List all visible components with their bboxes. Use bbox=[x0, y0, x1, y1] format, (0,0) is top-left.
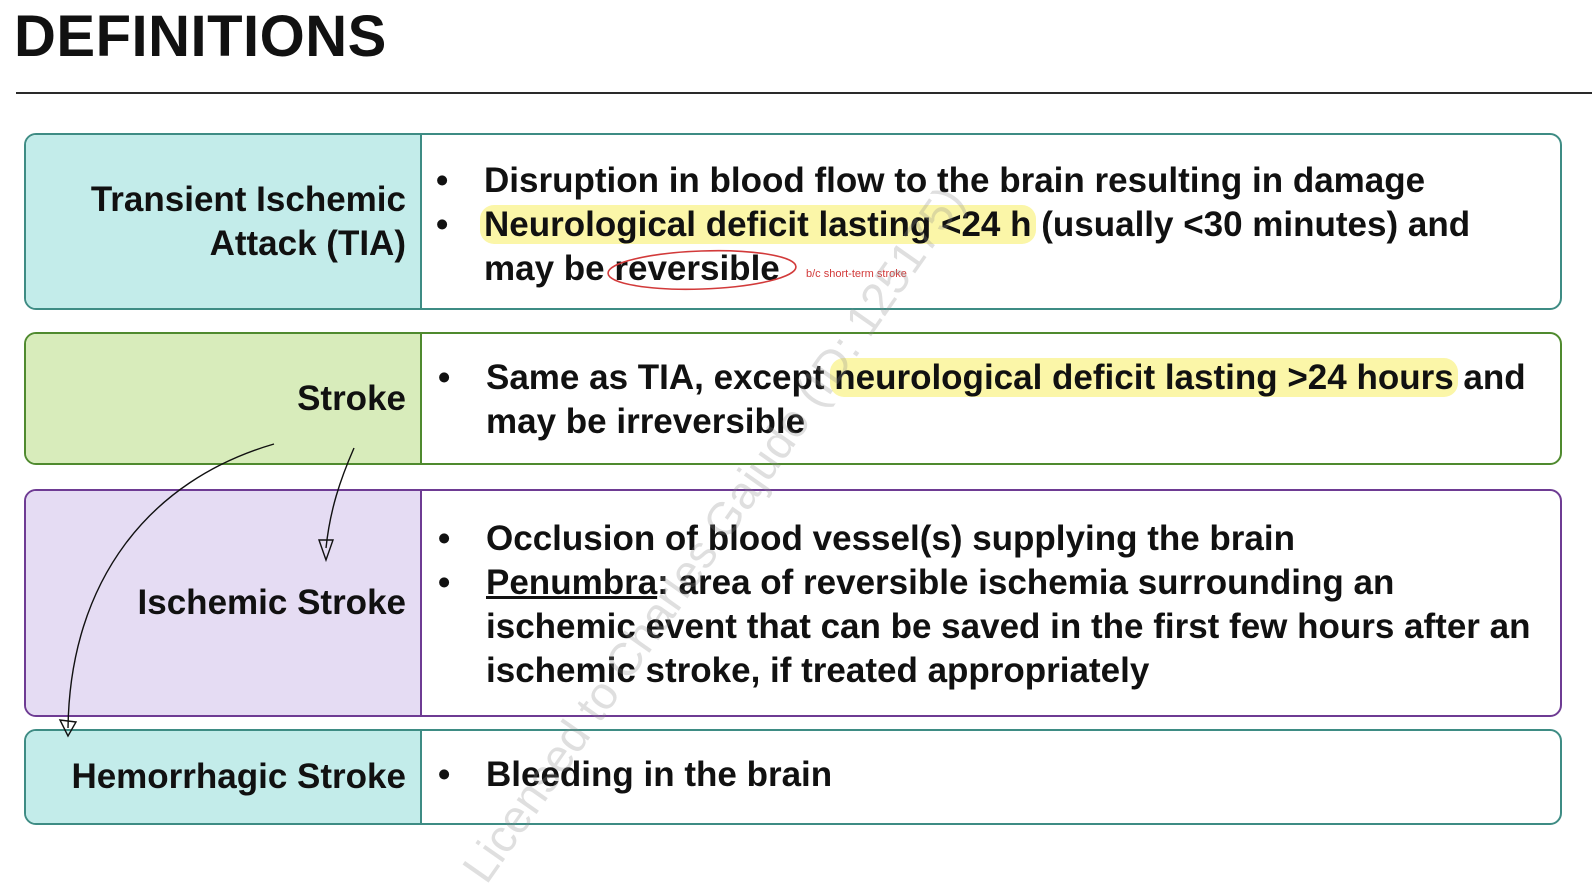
term-cell: Ischemic Stroke bbox=[26, 491, 422, 715]
term-line: Attack (TIA) bbox=[209, 223, 406, 263]
term-line: Transient Ischemic bbox=[90, 179, 406, 219]
definition-text: Disruption in blood flow to the brain re… bbox=[484, 161, 1426, 200]
circled-word: reversible bbox=[614, 249, 780, 288]
definition-item: • Penumbra: area of reversible ischemia … bbox=[438, 561, 1540, 693]
definition-row-stroke: Stroke • Same as TIA, except neurologica… bbox=[24, 332, 1562, 465]
handwritten-note: b/c short-term stroke bbox=[806, 268, 907, 280]
definition-row-tia: Transient Ischemic Attack (TIA) • Disrup… bbox=[24, 133, 1562, 310]
definition-cell: • Disruption in blood flow to the brain … bbox=[422, 135, 1560, 308]
term-label: Hemorrhagic Stroke bbox=[71, 757, 406, 796]
definition-text: (usually <30 minutes) and may be bbox=[484, 205, 1471, 288]
definition-text: Bleeding in the brain bbox=[486, 755, 833, 794]
underlined-term: Penumbra bbox=[486, 563, 658, 602]
definition-text: : area of reversible ischemia surroundin… bbox=[486, 563, 1531, 690]
definition-cell: • Bleeding in the brain bbox=[422, 731, 1560, 823]
definition-item: • Same as TIA, except neurological defic… bbox=[438, 356, 1540, 444]
bullet-icon: • bbox=[438, 755, 451, 794]
definition-row-ischemic-stroke: Ischemic Stroke • Occlusion of blood ves… bbox=[24, 489, 1562, 717]
bullet-icon: • bbox=[438, 358, 451, 397]
bullet-icon: • bbox=[438, 519, 451, 558]
definition-text: Same as TIA, except bbox=[486, 358, 835, 397]
term-label: Transient Ischemic Attack (TIA) bbox=[91, 178, 406, 266]
term-label: Stroke bbox=[297, 378, 406, 418]
definition-text: Occlusion of blood vessel(s) supplying t… bbox=[486, 519, 1295, 558]
definition-text: and may be irreversible bbox=[486, 358, 1526, 441]
bullet-icon: • bbox=[436, 205, 449, 244]
term-cell: Hemorrhagic Stroke bbox=[26, 731, 422, 823]
term-cell: Transient Ischemic Attack (TIA) bbox=[26, 135, 422, 308]
bullet-icon: • bbox=[438, 563, 451, 602]
title-divider bbox=[16, 92, 1592, 94]
highlighted-text: neurological deficit lasting >24 hours bbox=[830, 358, 1458, 397]
definition-row-hemorrhagic-stroke: Hemorrhagic Stroke • Bleeding in the bra… bbox=[24, 729, 1562, 825]
definition-cell: • Occlusion of blood vessel(s) supplying… bbox=[422, 491, 1560, 715]
term-cell: Stroke bbox=[26, 334, 422, 463]
definition-item: • Neurological deficit lasting <24 h (us… bbox=[436, 203, 1540, 291]
highlighted-text: Neurological deficit lasting <24 h bbox=[480, 205, 1036, 244]
definition-item: • Occlusion of blood vessel(s) supplying… bbox=[438, 517, 1540, 561]
page-title: DEFINITIONS bbox=[14, 4, 387, 69]
term-label: Ischemic Stroke bbox=[137, 583, 406, 622]
bullet-icon: • bbox=[436, 161, 449, 200]
definition-item: • Bleeding in the brain bbox=[438, 753, 1540, 797]
definition-item: • Disruption in blood flow to the brain … bbox=[436, 159, 1540, 203]
definition-cell: • Same as TIA, except neurological defic… bbox=[422, 334, 1560, 463]
